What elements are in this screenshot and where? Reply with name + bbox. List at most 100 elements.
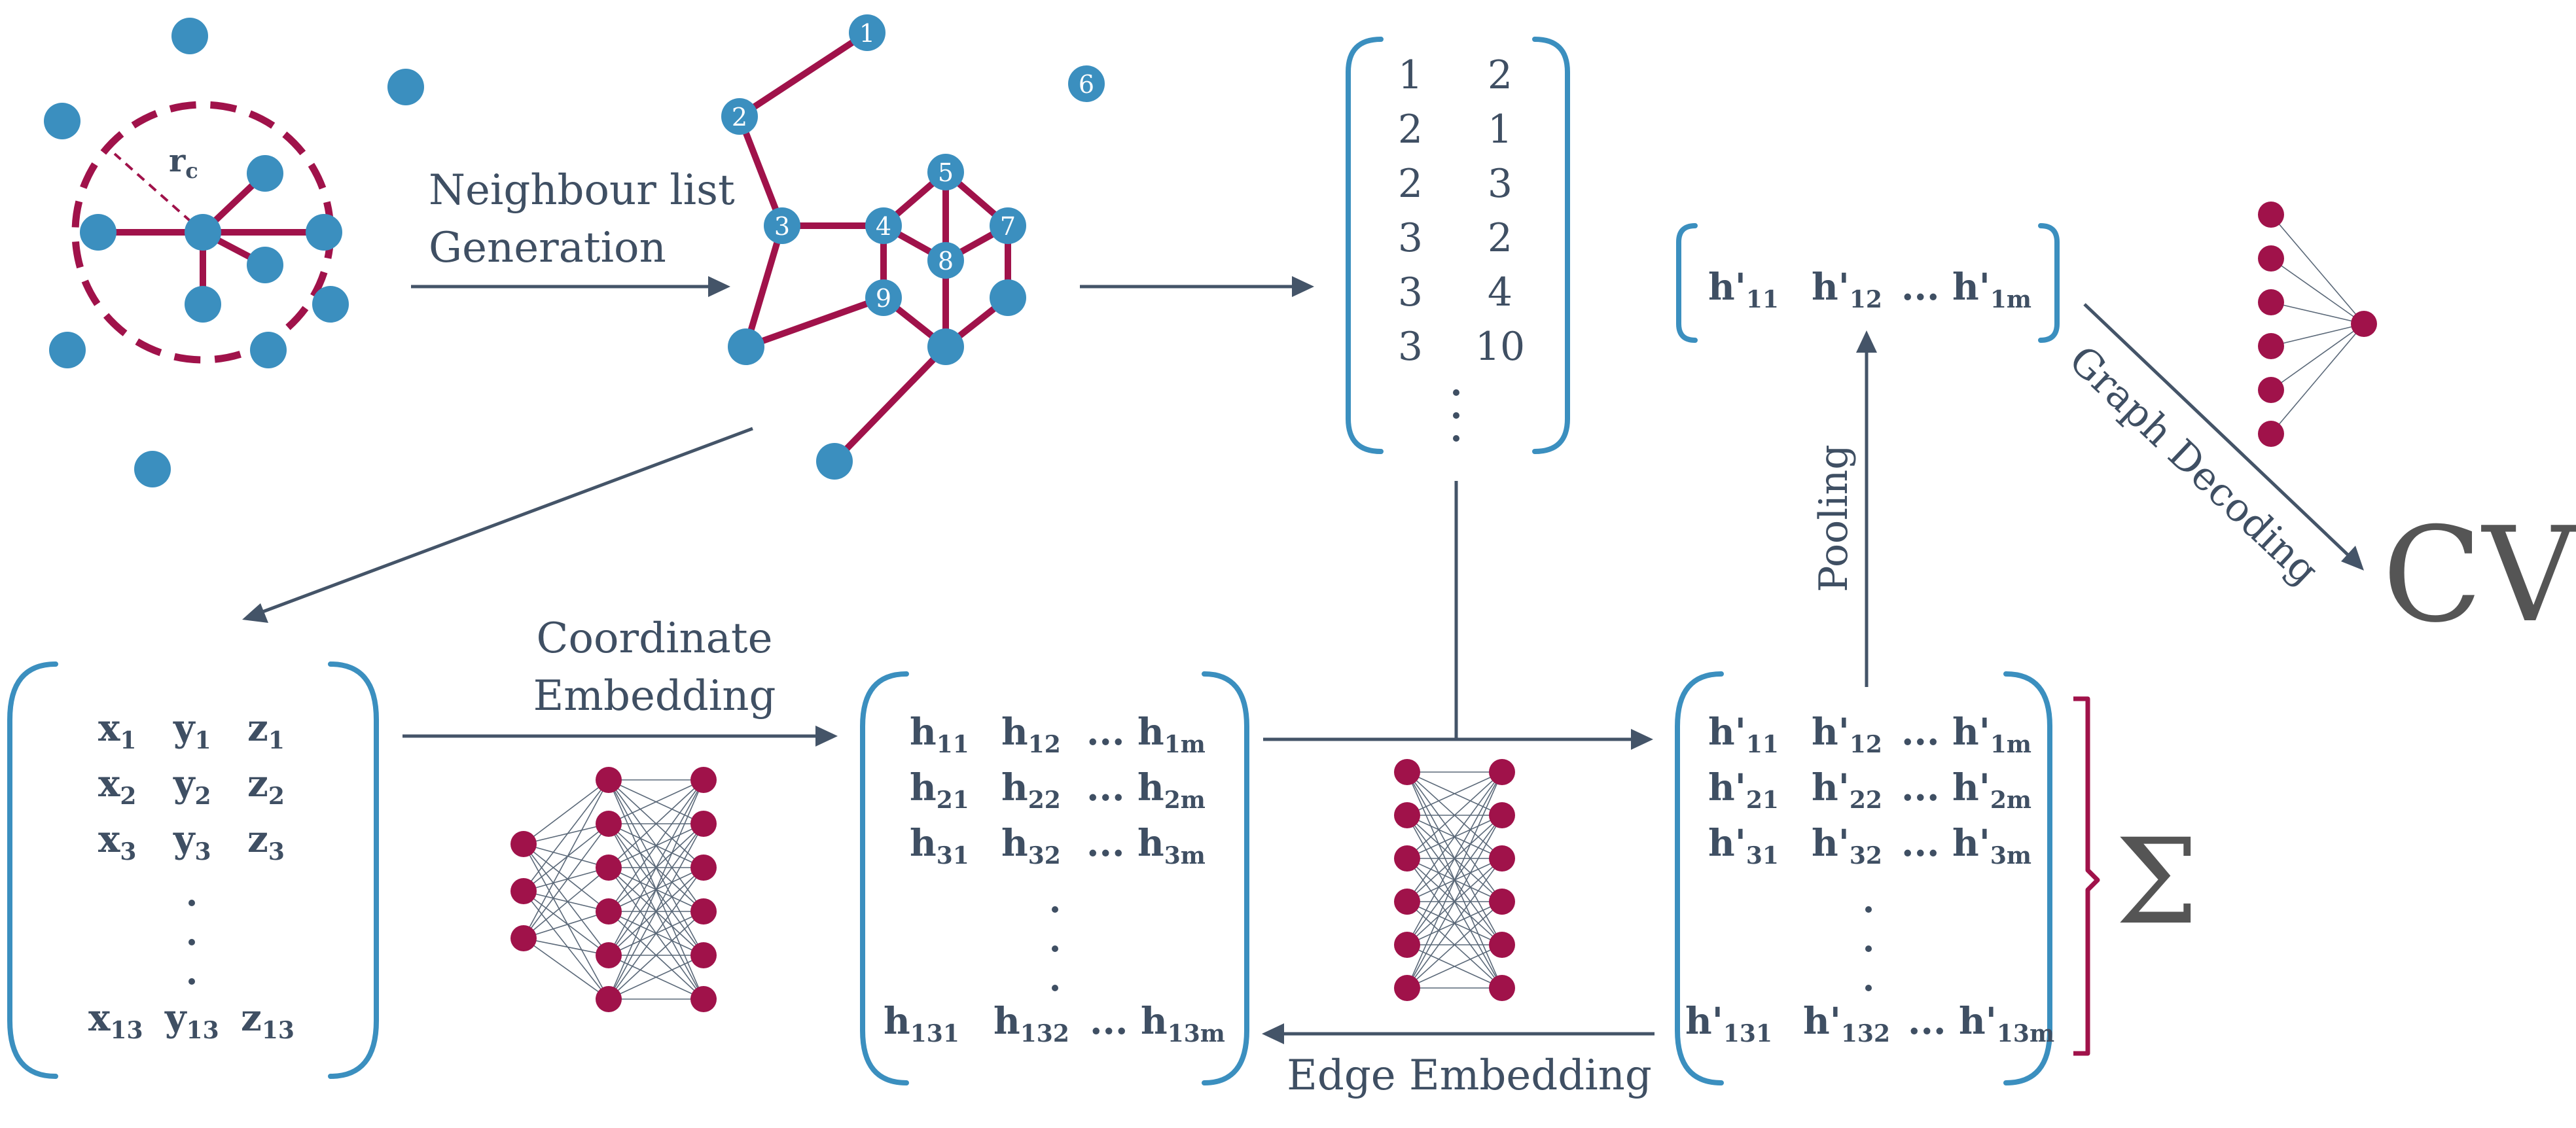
neighbour-label-line1: Neighbour list (429, 166, 735, 215)
network-neuron (510, 925, 537, 951)
network-connection (1406, 771, 1503, 989)
svg-text:... h3m: ... h3m (1086, 822, 1206, 870)
network-connection (523, 823, 609, 939)
network-connection (1406, 771, 1503, 816)
graph-node-5: 5 (927, 154, 964, 190)
network-connection (523, 843, 609, 956)
molecular-graph: 1 2 3 4 5 7 8 9 6 (721, 14, 1105, 480)
decoder-network (2258, 202, 2377, 447)
svg-text:3: 3 (1398, 215, 1423, 261)
svg-text:3: 3 (1398, 270, 1423, 315)
edge-embedding-network (1394, 759, 1515, 1001)
network-connection (523, 823, 609, 892)
network-connection (523, 911, 609, 939)
svg-text:9: 9 (876, 284, 891, 313)
svg-text:3: 3 (774, 212, 790, 241)
graph-node-unlabeled-b (728, 328, 764, 365)
svg-text:y2: y2 (173, 762, 211, 810)
svg-text:h32: h32 (1001, 822, 1061, 870)
network-neuron (2258, 421, 2284, 447)
svg-text:h'32: h'32 (1812, 822, 1882, 870)
cv-output: CV (2382, 499, 2576, 652)
network-connection (608, 911, 704, 1000)
svg-text:... h'2m: ... h'2m (1901, 766, 2031, 814)
svg-text:h'12: h'12 (1812, 711, 1882, 758)
h-matrix: h11 h12 ... h1m h21 h22 ... h2m h31 h32 … (860, 671, 1249, 1085)
network-neuron (1394, 845, 1420, 872)
neighbour-list-generation-arrow: Neighbour list Generation (411, 166, 735, 297)
h-matrix-rows: h11 h12 ... h1m h21 h22 ... h2m h31 h32 … (884, 711, 1225, 1048)
svg-text:x3: x3 (98, 818, 136, 866)
svg-text:x1: x1 (98, 707, 136, 754)
graph-node-4: 4 (865, 207, 902, 244)
edge-embedding-label: Edge Embedding (1287, 1051, 1652, 1100)
network-neuron (596, 811, 622, 837)
svg-text:... h1m: ... h1m (1086, 711, 1206, 758)
graph-nodes: 1 2 3 4 5 7 8 9 6 (721, 14, 1105, 480)
graph-node-7: 7 (990, 207, 1026, 244)
svg-text:6: 6 (1079, 70, 1094, 99)
svg-text:h132: h132 (993, 1000, 1069, 1048)
network-connection (523, 890, 609, 912)
network-connection (523, 938, 609, 956)
network-connection (1406, 901, 1503, 989)
graph-node-9: 9 (865, 279, 902, 316)
network-connection (608, 867, 704, 1000)
graph-decoding-arrow: Graph Decoding (2060, 303, 2364, 594)
svg-text:... h2m: ... h2m (1086, 766, 1206, 814)
neighbour-list-rows: 1 2 2 1 2 3 3 2 3 4 3 10 (1398, 52, 1525, 370)
network-connection (608, 779, 704, 956)
network-neuron (2258, 245, 2284, 272)
graph-to-coordinates-arrow (242, 427, 753, 623)
svg-text:h'22: h'22 (1812, 766, 1882, 814)
network-neuron (2258, 289, 2284, 315)
graph-node-unlabeled-c (927, 328, 964, 365)
svg-text:2: 2 (1398, 107, 1423, 152)
network-neuron (690, 986, 717, 1012)
network-connection (523, 890, 609, 1000)
network-connection (1406, 815, 1503, 989)
network-connection (608, 823, 704, 1000)
graph-node-unlabeled-a (990, 279, 1026, 316)
cutoff-radius-line (113, 152, 204, 234)
h-prime-rows: h'11 h'12 ... h'1m h'21 h'22 ... h'2m h'… (1685, 711, 2054, 1048)
svg-text:x2: x2 (98, 762, 136, 810)
svg-text:z13: z13 (241, 996, 295, 1044)
svg-text:4: 4 (1488, 270, 1512, 315)
network-connection (523, 823, 609, 845)
network-neuron (2258, 202, 2284, 228)
svg-text:y3: y3 (173, 818, 211, 866)
network-connection (608, 779, 704, 1000)
network-neuron (1489, 975, 1515, 1001)
svg-text:2: 2 (732, 103, 747, 132)
network-connection (523, 867, 609, 939)
network-neuron (690, 942, 717, 968)
network-connection (2270, 258, 2365, 325)
graph-to-list-arrow (1080, 276, 1314, 297)
svg-text:... h13m: ... h13m (1090, 1000, 1225, 1048)
svg-text:4: 4 (876, 212, 891, 241)
network-neuron (690, 898, 717, 925)
network-connection (2270, 214, 2365, 325)
svg-text:7: 7 (1000, 212, 1016, 241)
coordinate-matrix: x1 y1 z1 x2 y2 z2 x3 y3 z3 x13 y13 z13 (7, 661, 379, 1079)
network-connection (523, 779, 609, 939)
network-connection (1406, 771, 1503, 859)
network-neuron (690, 855, 717, 881)
network-neuron (2351, 311, 2377, 337)
network-connection (523, 890, 609, 956)
network-connection (1406, 944, 1503, 989)
network-connection (2270, 302, 2365, 325)
coordinate-embedding-arrow: Coordinate Embedding (402, 614, 838, 747)
pooling-arrow: Pooling (1811, 330, 1877, 687)
coordinate-rows: x1 y1 z1 x2 y2 z2 x3 y3 z3 x13 y13 z13 (88, 707, 295, 1044)
svg-text:1: 1 (1398, 52, 1423, 98)
coordinate-label-line2: Embedding (533, 672, 776, 720)
network-neuron (596, 767, 622, 793)
svg-text:2: 2 (1488, 52, 1512, 98)
sum-symbol: Σ (2115, 814, 2198, 951)
svg-text:y13: y13 (164, 996, 219, 1044)
svg-text:h'31: h'31 (1708, 822, 1779, 870)
graph-edges (736, 29, 1011, 465)
